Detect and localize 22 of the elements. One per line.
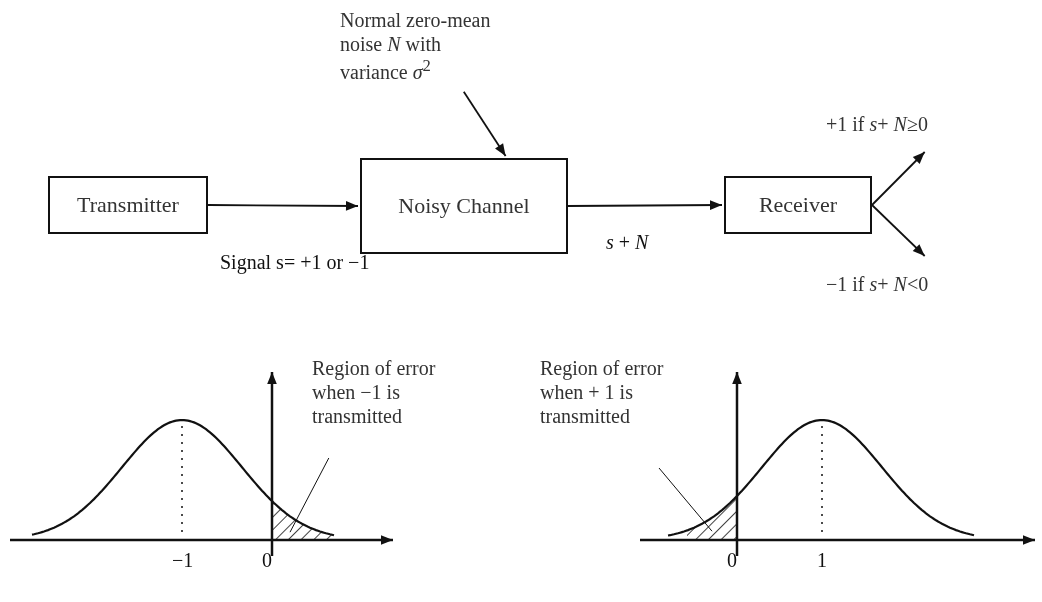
tick-label: 1 <box>817 548 827 572</box>
edge-label: s + N <box>606 230 649 254</box>
decision-note: +1 if s+ N≥0 <box>826 112 1036 136</box>
region-note: Region of error when −1 is transmitted <box>312 356 452 428</box>
tick-label: −1 <box>172 548 194 572</box>
region-note: Region of error when + 1 is transmitted <box>540 356 680 428</box>
noise-note: Normal zero-mean noise N with variance σ$^{2}$ <box>340 8 505 84</box>
tick-label: 0 <box>727 548 737 572</box>
arrow <box>567 200 723 210</box>
leader-line <box>658 467 713 532</box>
leader-line <box>289 457 330 533</box>
arrow <box>871 151 926 206</box>
transmitter-box: Transmitter <box>48 176 208 234</box>
hatched-region <box>687 496 737 540</box>
channel-box: Noisy Channel <box>360 158 568 254</box>
receiver-box: Receiver <box>724 176 872 234</box>
arrow <box>462 90 507 157</box>
decision-note: −1 if s+ N<0 <box>826 272 1036 296</box>
arrow <box>871 204 926 257</box>
tick-label: 0 <box>262 548 272 572</box>
hatched-region <box>272 501 332 540</box>
arrow <box>207 201 359 211</box>
